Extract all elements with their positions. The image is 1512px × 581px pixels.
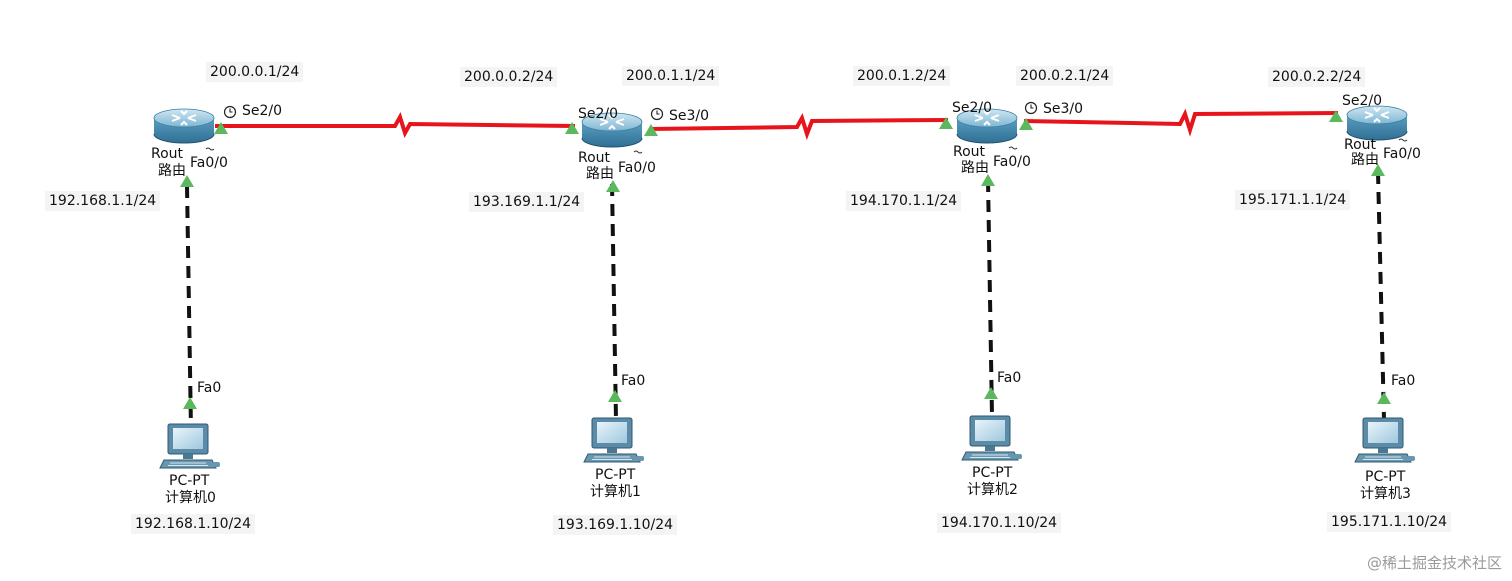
router-0-fa-port: Fa0/0 bbox=[190, 155, 228, 171]
router-0-name: 路由 bbox=[158, 163, 186, 179]
router-1-serial-out-ip: 200.0.1.1/24 bbox=[622, 66, 720, 86]
ethernet-link-0[interactable] bbox=[185, 185, 193, 431]
clock-icon bbox=[223, 105, 237, 119]
pc-2-port: Fa0 bbox=[997, 370, 1022, 386]
router-2-model: Rout bbox=[953, 144, 986, 160]
serial-link-1-2[interactable] bbox=[649, 112, 949, 141]
router-1-model: Rout bbox=[578, 150, 611, 166]
router-3-lan-ip: 195.171.1.1/24 bbox=[1235, 190, 1351, 210]
pc-3-ip: 195.171.1.10/24 bbox=[1327, 512, 1452, 532]
pc-1-model: PC-PT bbox=[595, 467, 636, 483]
router-0-model: Rout bbox=[151, 146, 184, 162]
pc-1-ip: 193.169.1.10/24 bbox=[553, 515, 678, 535]
router-2-lan-ip: 194.170.1.1/24 bbox=[846, 191, 962, 211]
pc-0-port: Fa0 bbox=[197, 380, 222, 396]
router-3-model: Rout bbox=[1344, 137, 1377, 153]
router-3[interactable] bbox=[1346, 105, 1408, 141]
pc-0[interactable] bbox=[159, 423, 221, 469]
router-2-serial-in-port: Se2/0 bbox=[952, 100, 993, 116]
router-1-lan-ip: 193.169.1.1/24 bbox=[469, 192, 585, 212]
router-2-name: 路由 bbox=[961, 160, 989, 176]
clock-icon bbox=[1024, 101, 1038, 115]
link-up-icon bbox=[180, 110, 1391, 409]
router-3-serial-port: Se2/0 bbox=[1342, 93, 1383, 109]
router-1-name: 路由 bbox=[586, 166, 614, 182]
router-2-serial-out-ip: 200.0.2.1/24 bbox=[1016, 66, 1114, 86]
router-1-fa-port: Fa0/0 bbox=[618, 160, 656, 176]
pc-3-port: Fa0 bbox=[1391, 373, 1416, 389]
router-3-name: 路由 bbox=[1351, 152, 1379, 168]
pc-0-model: PC-PT bbox=[169, 473, 210, 489]
router-2-fa-port: Fa0/0 bbox=[993, 154, 1031, 170]
pc-1[interactable] bbox=[583, 417, 645, 463]
ethernet-link-2[interactable] bbox=[986, 179, 994, 417]
serial-link-2-3[interactable] bbox=[1023, 108, 1339, 137]
pc-2-model: PC-PT bbox=[972, 465, 1013, 481]
pc-3-model: PC-PT bbox=[1365, 469, 1406, 485]
pc-0-ip: 192.168.1.10/24 bbox=[131, 514, 256, 534]
pc-0-name: 计算机0 bbox=[165, 490, 216, 506]
clock-icon bbox=[650, 107, 664, 121]
ethernet-link-1[interactable] bbox=[610, 183, 618, 421]
serial-link-0-1[interactable] bbox=[215, 111, 576, 139]
router-3-serial-ip: 200.0.2.2/24 bbox=[1268, 67, 1366, 87]
pc-2-ip: 194.170.1.10/24 bbox=[937, 513, 1062, 533]
router-2-serial-out-port: Se3/0 bbox=[1043, 101, 1084, 117]
router-3-fa-port: Fa0/0 bbox=[1383, 146, 1421, 162]
router-fan-mark bbox=[205, 138, 1408, 154]
router-1-serial-out-port: Se3/0 bbox=[669, 108, 710, 124]
ethernet-link-3[interactable] bbox=[1376, 171, 1386, 421]
router-2-serial-in-ip: 200.0.1.2/24 bbox=[853, 66, 951, 86]
router-0-serial-port: Se2/0 bbox=[242, 103, 283, 119]
pc-2[interactable] bbox=[961, 415, 1023, 461]
pc-3-name: 计算机3 bbox=[1360, 486, 1411, 502]
router-1-serial-in-ip: 200.0.0.2/24 bbox=[460, 67, 558, 87]
watermark: @稀土掘金技术社区 bbox=[1366, 554, 1502, 572]
pc-2-name: 计算机2 bbox=[967, 482, 1018, 498]
router-0[interactable] bbox=[153, 108, 215, 144]
router-1-serial-in-port: Se2/0 bbox=[578, 106, 619, 122]
pc-1-port: Fa0 bbox=[621, 373, 646, 389]
router-0-lan-ip: 192.168.1.1/24 bbox=[45, 191, 161, 211]
router-0-serial-ip: 200.0.0.1/24 bbox=[206, 62, 304, 82]
pc-3[interactable] bbox=[1354, 417, 1416, 463]
pc-1-name: 计算机1 bbox=[590, 484, 641, 500]
